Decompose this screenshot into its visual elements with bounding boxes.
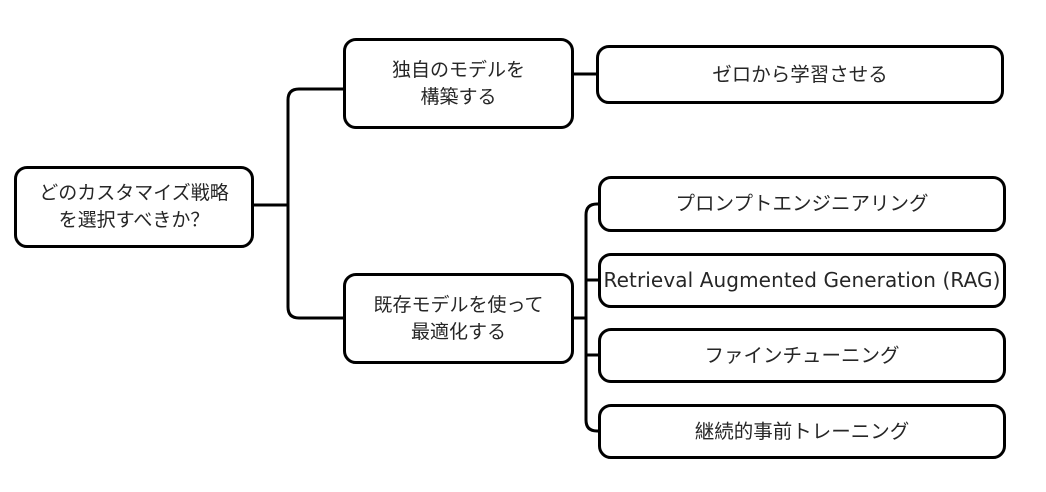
node-leaf-rag-label: Retrieval Augmented Generation (RAG) — [603, 268, 1001, 293]
node-leaf-continued-pretraining-label: 継続的事前トレーニング — [694, 419, 910, 443]
node-branch-build-own-label: 独自のモデルを 構築する — [391, 58, 525, 108]
node-root[interactable]: どのカスタマイズ戦略 を選択すべきか？ — [14, 166, 254, 248]
node-leaf-from-scratch[interactable]: ゼロから学習させる — [596, 45, 1004, 104]
node-leaf-rag[interactable]: Retrieval Augmented Generation (RAG) — [598, 253, 1006, 308]
node-root-label: どのカスタマイズ戦略 を選択すべきか？ — [39, 182, 229, 231]
node-branch-use-existing[interactable]: 既存モデルを使って 最適化する — [343, 273, 574, 364]
edge-root-to-use-existing — [286, 205, 343, 320]
node-leaf-continued-pretraining[interactable]: 継続的事前トレーニング — [598, 404, 1006, 459]
node-leaf-prompt-engineering[interactable]: プロンプトエンジニアリング — [598, 176, 1006, 232]
node-leaf-from-scratch-label: ゼロから学習させる — [712, 62, 888, 86]
node-branch-use-existing-label: 既存モデルを使って 最適化する — [373, 293, 544, 343]
node-branch-build-own[interactable]: 独自のモデルを 構築する — [343, 38, 574, 129]
node-leaf-prompt-engineering-label: プロンプトエンジニアリング — [675, 192, 929, 216]
edge-root-to-build-own — [286, 87, 343, 205]
node-leaf-fine-tuning-label: ファインチューニング — [704, 343, 900, 367]
node-leaf-fine-tuning[interactable]: ファインチューニング — [598, 328, 1006, 383]
